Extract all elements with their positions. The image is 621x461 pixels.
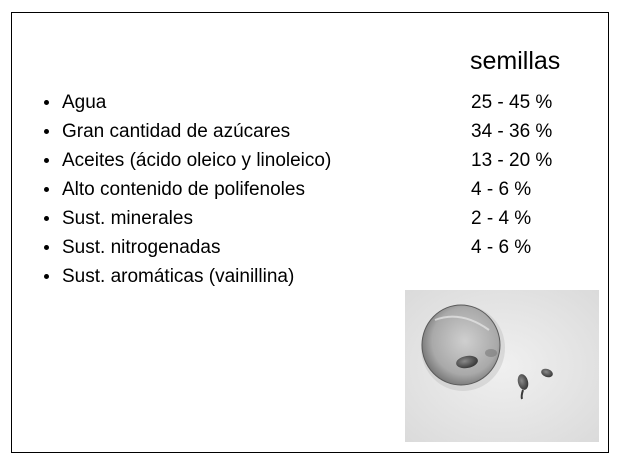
bullet-icon xyxy=(44,274,49,279)
list-item: Agua 25 - 45 % xyxy=(44,90,584,119)
item-label: Alto contenido de polifenoles xyxy=(62,179,305,200)
item-value: 4 - 6 % xyxy=(471,179,532,200)
bullet-icon xyxy=(44,216,49,221)
item-value: 34 - 36 % xyxy=(471,121,553,142)
item-label: Sust. minerales xyxy=(62,208,193,229)
bullet-icon xyxy=(44,245,49,250)
list-item: Aceites (ácido oleico y linoleico) 13 - … xyxy=(44,148,584,177)
list-item: Gran cantidad de azúcares 34 - 36 % xyxy=(44,119,584,148)
list-item: Sust. aromáticas (vainillina) xyxy=(44,264,584,293)
grape-seeds-photo xyxy=(405,290,599,442)
bullet-icon xyxy=(44,129,49,134)
bullet-icon xyxy=(44,158,49,163)
item-label: Gran cantidad de azúcares xyxy=(62,121,291,142)
item-value: 13 - 20 % xyxy=(471,150,553,171)
bullet-icon xyxy=(44,100,49,105)
list-item: Sust. minerales 2 - 4 % xyxy=(44,206,584,235)
item-value: 25 - 45 % xyxy=(471,92,553,113)
item-label: Sust. aromáticas (vainillina) xyxy=(62,266,295,287)
column-heading: semillas xyxy=(470,47,561,75)
slide-frame xyxy=(11,12,609,453)
grape-seeds-image xyxy=(405,290,599,442)
item-label: Agua xyxy=(62,92,107,113)
bullet-icon xyxy=(44,187,49,192)
item-label: Sust. nitrogenadas xyxy=(62,237,221,258)
composition-list: Agua 25 - 45 % Gran cantidad de azúcares… xyxy=(44,90,584,293)
item-value: 4 - 6 % xyxy=(471,237,532,258)
list-item: Sust. nitrogenadas 4 - 6 % xyxy=(44,235,584,264)
item-value: 2 - 4 % xyxy=(471,208,532,229)
item-label: Aceites (ácido oleico y linoleico) xyxy=(62,150,332,171)
list-item: Alto contenido de polifenoles 4 - 6 % xyxy=(44,177,584,206)
